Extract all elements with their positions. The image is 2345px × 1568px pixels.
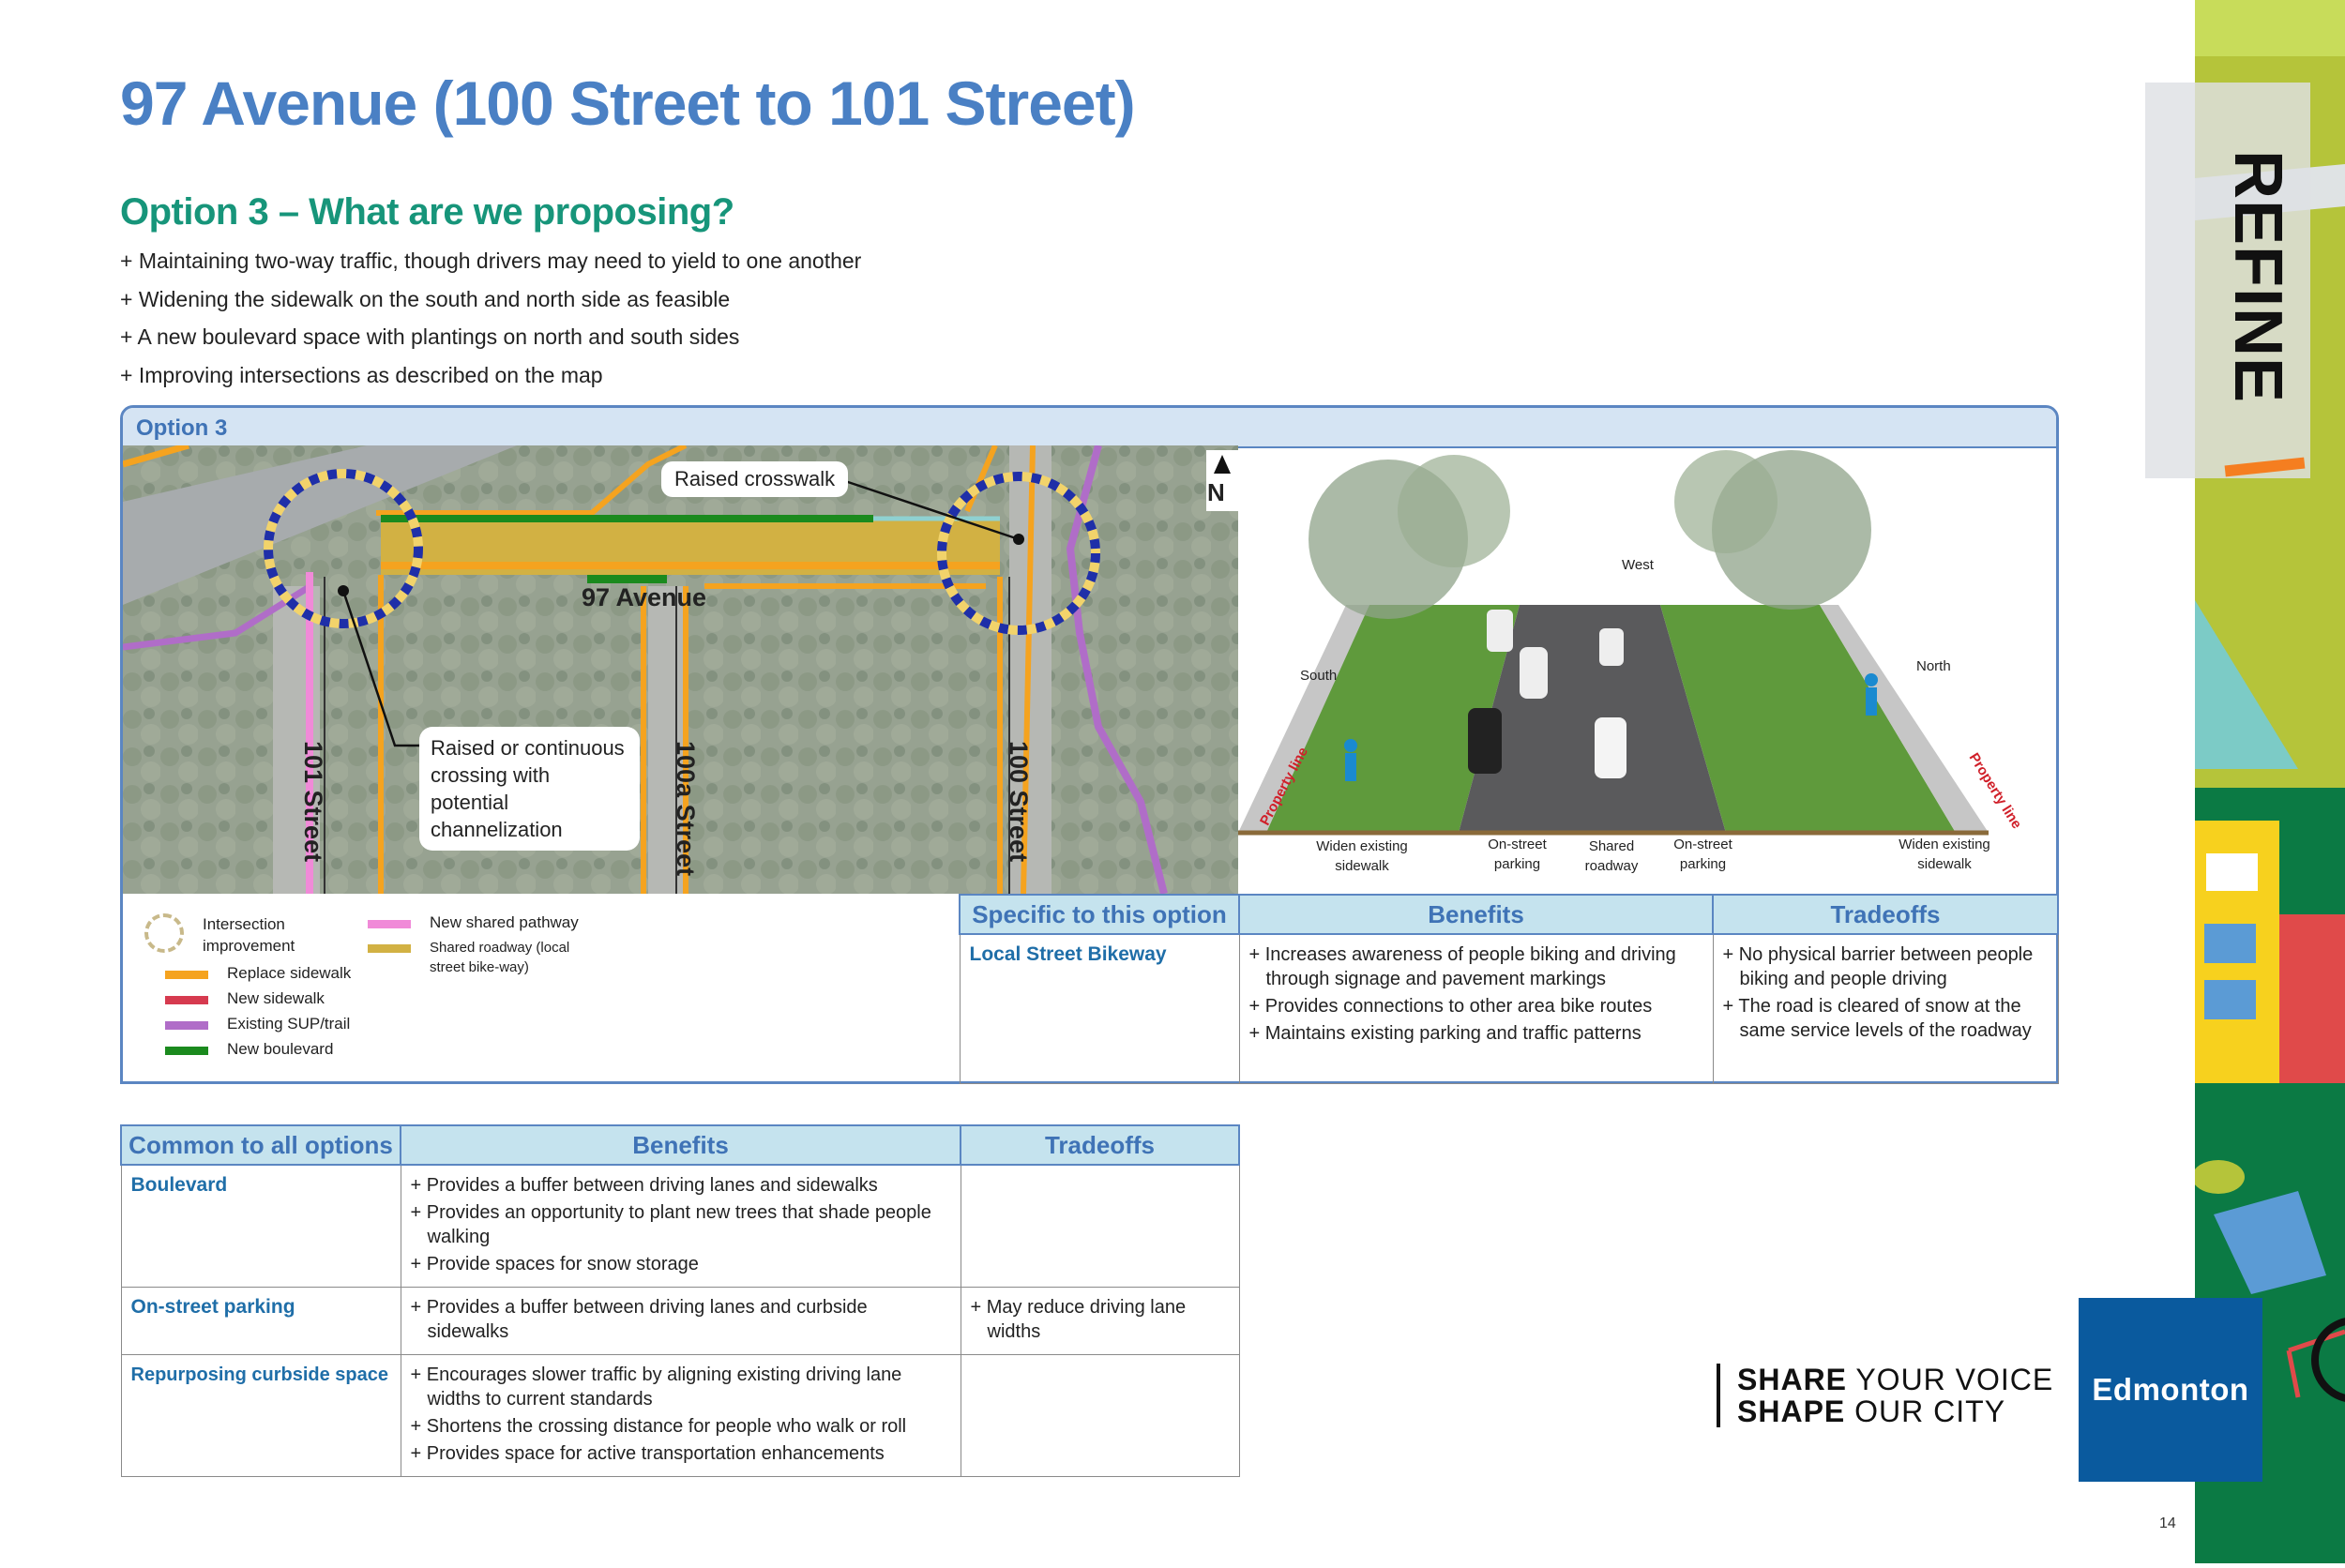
benefits-cell: + Provides a buffer between driving lane… <box>400 1287 961 1355</box>
label-south: South <box>1300 668 1338 684</box>
edmonton-logo: Edmonton <box>2079 1298 2262 1482</box>
pedestrian-icon <box>1865 673 1878 686</box>
label-shared-roadway: Shared roadway <box>1584 838 1639 874</box>
label-widen-sidewalk-north: Widen existing sidewalk <box>1899 837 1990 872</box>
proposal-list: + Maintaining two-way traffic, though dr… <box>120 242 861 394</box>
row-name: Boulevard <box>120 1164 401 1288</box>
benefits-cell: + Encourages slower traffic by aligning … <box>400 1354 961 1477</box>
car-icon <box>1487 610 1513 652</box>
section-subtitle: Option 3 – What are we proposing? <box>120 191 734 233</box>
tradeoffs-cell: + May reduce driving lane widths <box>960 1287 1240 1355</box>
street-label-101-street: 101 Street <box>299 741 327 863</box>
label-on-street-parking-north: On-street parking <box>1673 837 1732 872</box>
benefits-cell: + Provides a buffer between driving lane… <box>400 1164 961 1288</box>
sup-trail-swatch <box>165 1021 208 1030</box>
option-label: Option 3 <box>123 408 2056 448</box>
common-options-table: Common to all options Benefits Tradeoffs… <box>120 1124 1240 1477</box>
pedestrian-icon <box>1344 739 1357 752</box>
shared-pathway-swatch <box>368 920 411 928</box>
proposal-item: + Widening the sidewalk on the south and… <box>120 286 731 311</box>
legend-item: Intersection improvement <box>144 913 315 957</box>
stage-panel <box>2145 83 2310 478</box>
table-row: Local Street Bikeway + Increases awarene… <box>959 933 2059 1084</box>
proposal-item: + A new boulevard space with plantings o… <box>120 324 740 349</box>
benefits-cell: + Increases awareness of people biking a… <box>1238 933 1714 1084</box>
row-name: Repurposing curbside space <box>120 1354 401 1477</box>
column-header: Benefits <box>400 1124 961 1166</box>
label-on-street-parking-south: On-street parking <box>1488 837 1547 872</box>
shared-roadway-swatch <box>368 944 411 953</box>
tradeoffs-cell <box>960 1354 1240 1477</box>
north-label: N <box>1207 478 1225 506</box>
label-north: North <box>1916 658 1951 674</box>
callout-raised-crossing: Raised or continuous crossing with poten… <box>419 727 640 851</box>
tradeoffs-cell: + No physical barrier between people bik… <box>1712 933 2059 1084</box>
new-sidewalk-swatch <box>165 996 208 1004</box>
proposal-item: + Maintaining two-way traffic, though dr… <box>120 249 862 273</box>
row-name: Local Street Bikeway <box>959 933 1240 1084</box>
tradeoffs-cell <box>960 1164 1240 1288</box>
car-icon <box>1520 647 1548 699</box>
callout-raised-crosswalk: Raised crosswalk <box>661 461 849 497</box>
table-row: On-street parking + Provides a buffer be… <box>120 1287 1240 1355</box>
aerial-map <box>123 445 1238 894</box>
car-icon <box>1599 628 1624 666</box>
car-icon <box>1595 717 1626 778</box>
label-west: West <box>1622 557 1654 573</box>
column-header: Benefits <box>1238 894 1714 935</box>
car-icon <box>1468 708 1502 774</box>
legend-item: Replace sidewalk <box>165 964 351 983</box>
street-label-100-street: 100 Street <box>1005 741 1033 863</box>
proposal-item: + Improving intersections as described o… <box>120 362 603 387</box>
north-arrow-icon <box>1214 455 1231 474</box>
legend-item: Existing SUP/trail <box>165 1015 350 1033</box>
replace-sidewalk-swatch <box>165 971 208 979</box>
option-specific-table: Specific to this option Benefits Tradeof… <box>959 894 2059 1084</box>
label-widen-sidewalk-south: Widen existing sidewalk <box>1316 838 1408 874</box>
table-row: Boulevard + Provides a buffer between dr… <box>120 1164 1240 1288</box>
stage-label: REFINE <box>2220 150 2295 404</box>
street-label-97-avenue: 97 Avenue <box>582 583 707 611</box>
new-boulevard-swatch <box>165 1047 208 1055</box>
share-your-voice-tagline: SHARE YOUR VOICE SHAPE OUR CITY <box>1717 1364 2053 1427</box>
row-name: On-street parking <box>120 1287 401 1355</box>
column-header: Tradeoffs <box>1712 894 2059 935</box>
dashed-circle-icon <box>144 913 184 953</box>
intersection-improvement-west <box>264 469 423 628</box>
column-header: Specific to this option <box>959 894 1240 935</box>
legend-item: New boulevard <box>165 1040 333 1059</box>
legend-item: New sidewalk <box>165 989 325 1008</box>
column-header: Common to all options <box>120 1124 401 1166</box>
column-header: Tradeoffs <box>960 1124 1240 1166</box>
street-cross-section-illustration <box>1238 445 2059 894</box>
page-number: 14 <box>2159 1515 2176 1531</box>
new-shared-pathway <box>306 572 313 894</box>
legend-item: Shared roadway (local street bike-way) <box>368 938 589 977</box>
table-row: Repurposing curbside space + Encourages … <box>120 1354 1240 1477</box>
legend-item: New shared pathway <box>368 913 579 932</box>
page-title: 97 Avenue (100 Street to 101 Street) <box>120 68 1136 138</box>
street-label-100a-street: 100a Street <box>672 741 700 877</box>
